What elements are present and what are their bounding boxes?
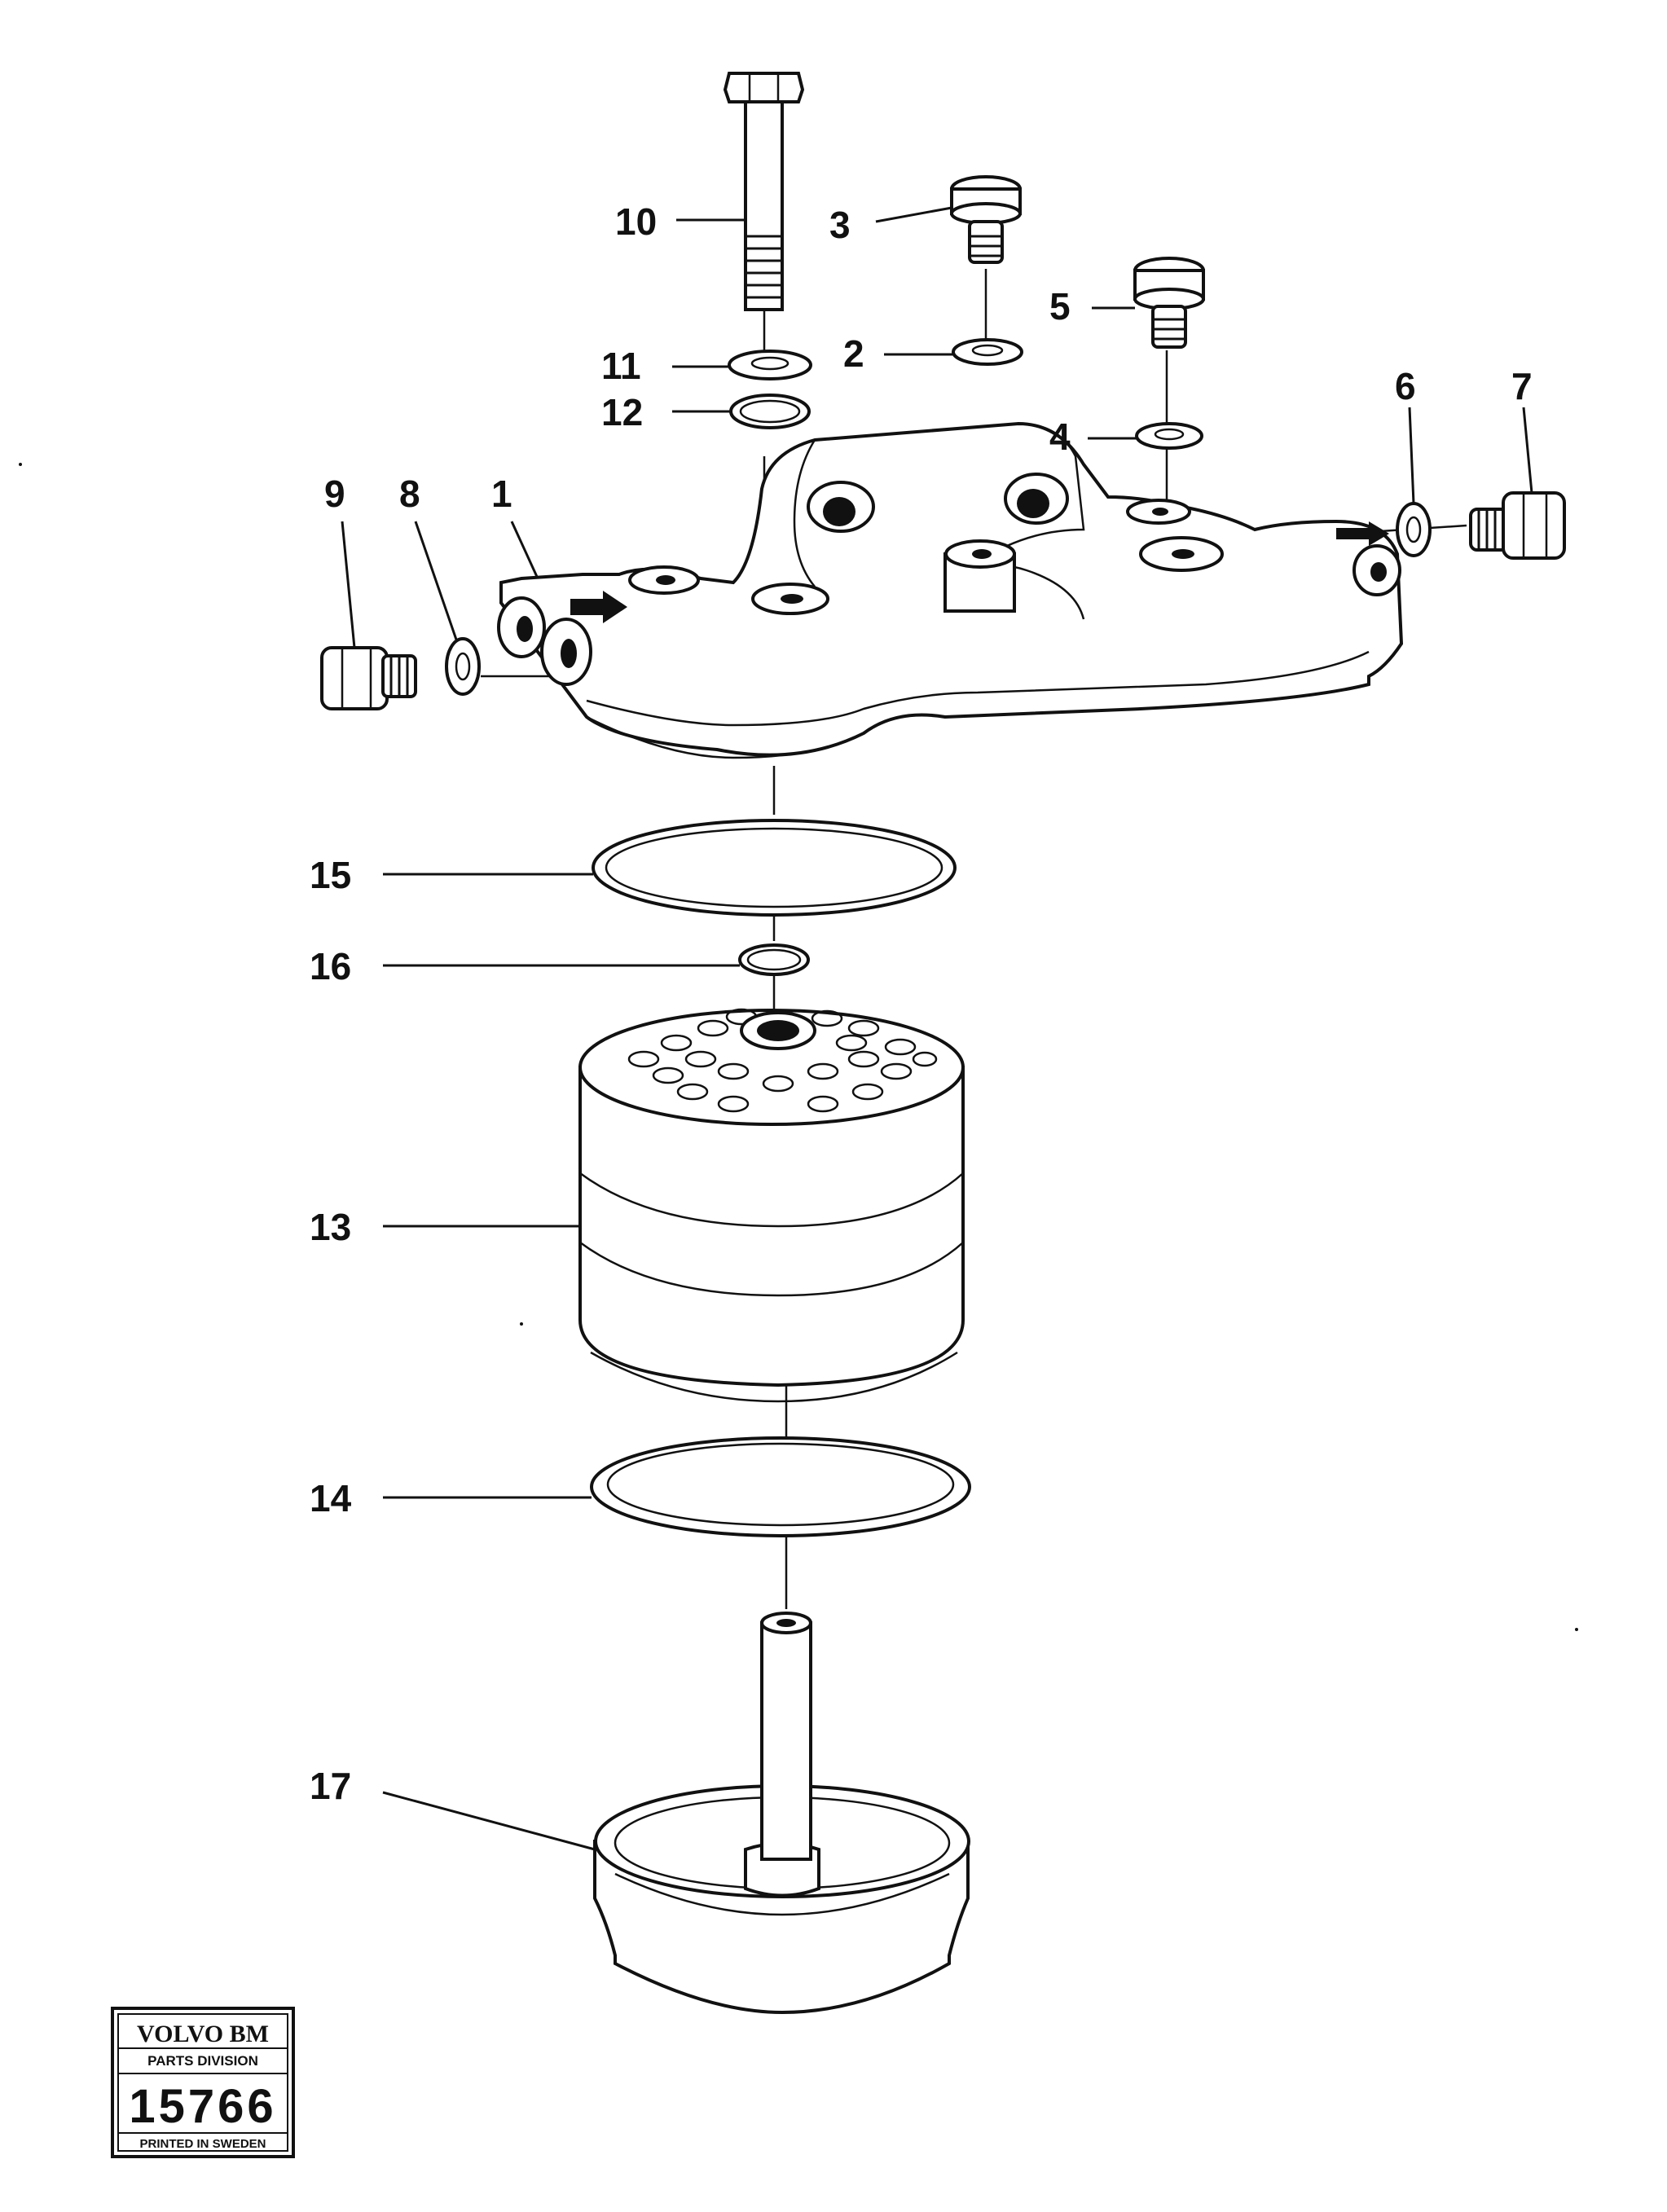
plug-7 — [1469, 491, 1566, 560]
callout-13: 13 — [310, 1206, 351, 1248]
washer-8 — [445, 637, 481, 696]
stamp-brand: VOLVO BM — [137, 2021, 269, 2047]
hollow-screw-3 — [950, 175, 1022, 264]
callout-4: 4 — [1049, 416, 1071, 458]
bolt-long — [723, 72, 805, 311]
washer-11 — [728, 350, 812, 380]
washer-4 — [1135, 422, 1203, 450]
callout-9: 9 — [324, 473, 345, 515]
sealing-ring-14 — [590, 1436, 971, 1537]
callout-11: 11 — [601, 345, 641, 387]
washer-6 — [1396, 502, 1432, 557]
sealing-ring-15 — [592, 819, 957, 917]
callout-7: 7 — [1511, 365, 1533, 407]
speck — [520, 1322, 523, 1326]
filter-inlet-holes — [627, 1008, 938, 1113]
filter-cartridge — [578, 1008, 965, 1403]
callout-3: 3 — [829, 204, 851, 246]
filter-bowl — [593, 1612, 970, 2015]
speck — [19, 463, 22, 466]
stamp-number: 15766 — [129, 2080, 276, 2133]
callout-10: 10 — [615, 200, 657, 243]
callout-16: 16 — [310, 945, 351, 987]
callout-5: 5 — [1049, 285, 1071, 328]
callout-8: 8 — [399, 473, 420, 515]
washer-2 — [952, 338, 1023, 366]
callout-12: 12 — [601, 391, 643, 433]
callout-17: 17 — [310, 1765, 351, 1807]
ring-12 — [729, 394, 811, 429]
plug-9 — [320, 646, 417, 710]
callout-labels: 10 3 5 2 4 11 12 1 8 9 6 7 15 16 13 14 1… — [310, 200, 1533, 1807]
callout-2: 2 — [843, 332, 864, 375]
callout-6: 6 — [1395, 365, 1416, 407]
o-ring-16 — [738, 943, 810, 976]
stamp-division: PARTS DIVISION — [147, 2053, 258, 2069]
callout-14: 14 — [310, 1477, 352, 1519]
leader-lines — [341, 206, 1533, 1851]
stamp-footer: PRINTED IN SWEDEN — [139, 2137, 266, 2151]
hollow-screw-5 — [1133, 257, 1205, 349]
filter-head-housing — [497, 421, 1404, 759]
volvo-bm-stamp: VOLVO BM PARTS DIVISION 15766 PRINTED IN… — [111, 2007, 295, 2158]
speck — [1575, 1628, 1578, 1631]
callout-15: 15 — [310, 854, 351, 896]
callout-1: 1 — [491, 473, 512, 515]
